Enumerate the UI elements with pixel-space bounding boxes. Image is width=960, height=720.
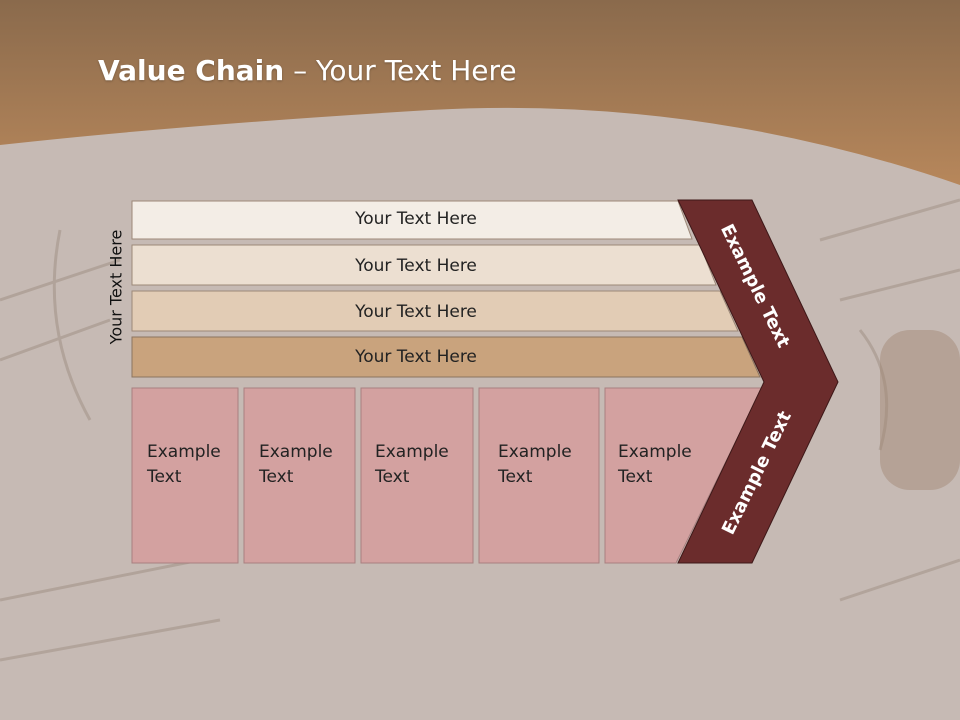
- margin-chevron: [677, 199, 839, 564]
- bar-label-4: Your Text Here: [355, 347, 477, 367]
- support-bar-2: [131, 244, 717, 286]
- primary-activity-5: [604, 387, 763, 564]
- bar-label-2: Your Text Here: [355, 256, 477, 276]
- title-rest: – Your Text Here: [284, 54, 517, 87]
- bar-label-3: Your Text Here: [355, 302, 477, 322]
- column-label-2-line1: Example: [259, 442, 333, 462]
- column-label-1-line1: Example: [147, 442, 221, 462]
- column-label-3-line1: Example: [375, 442, 449, 462]
- support-bar-4: [131, 336, 761, 378]
- page-title: Value Chain – Your Text Here: [98, 54, 517, 87]
- support-bar-1: [131, 200, 693, 240]
- support-bar-3: [131, 290, 739, 332]
- column-label-4-line2: Text: [498, 467, 533, 487]
- header-band: [0, 0, 960, 185]
- primary-activity-4: [478, 387, 600, 564]
- primary-activity-1: [131, 387, 239, 564]
- primary-activity-2: [243, 387, 356, 564]
- column-label-3-line2: Text: [375, 467, 410, 487]
- column-label-1-line2: Text: [147, 467, 182, 487]
- column-label-4-line1: Example: [498, 442, 572, 462]
- title-bold: Value Chain: [98, 54, 285, 87]
- bar-label-1: Your Text Here: [355, 209, 477, 229]
- primary-activity-3: [360, 387, 474, 564]
- column-label-2-line2: Text: [259, 467, 294, 487]
- column-label-5-line2: Text: [618, 467, 653, 487]
- column-label-5-line1: Example: [618, 442, 692, 462]
